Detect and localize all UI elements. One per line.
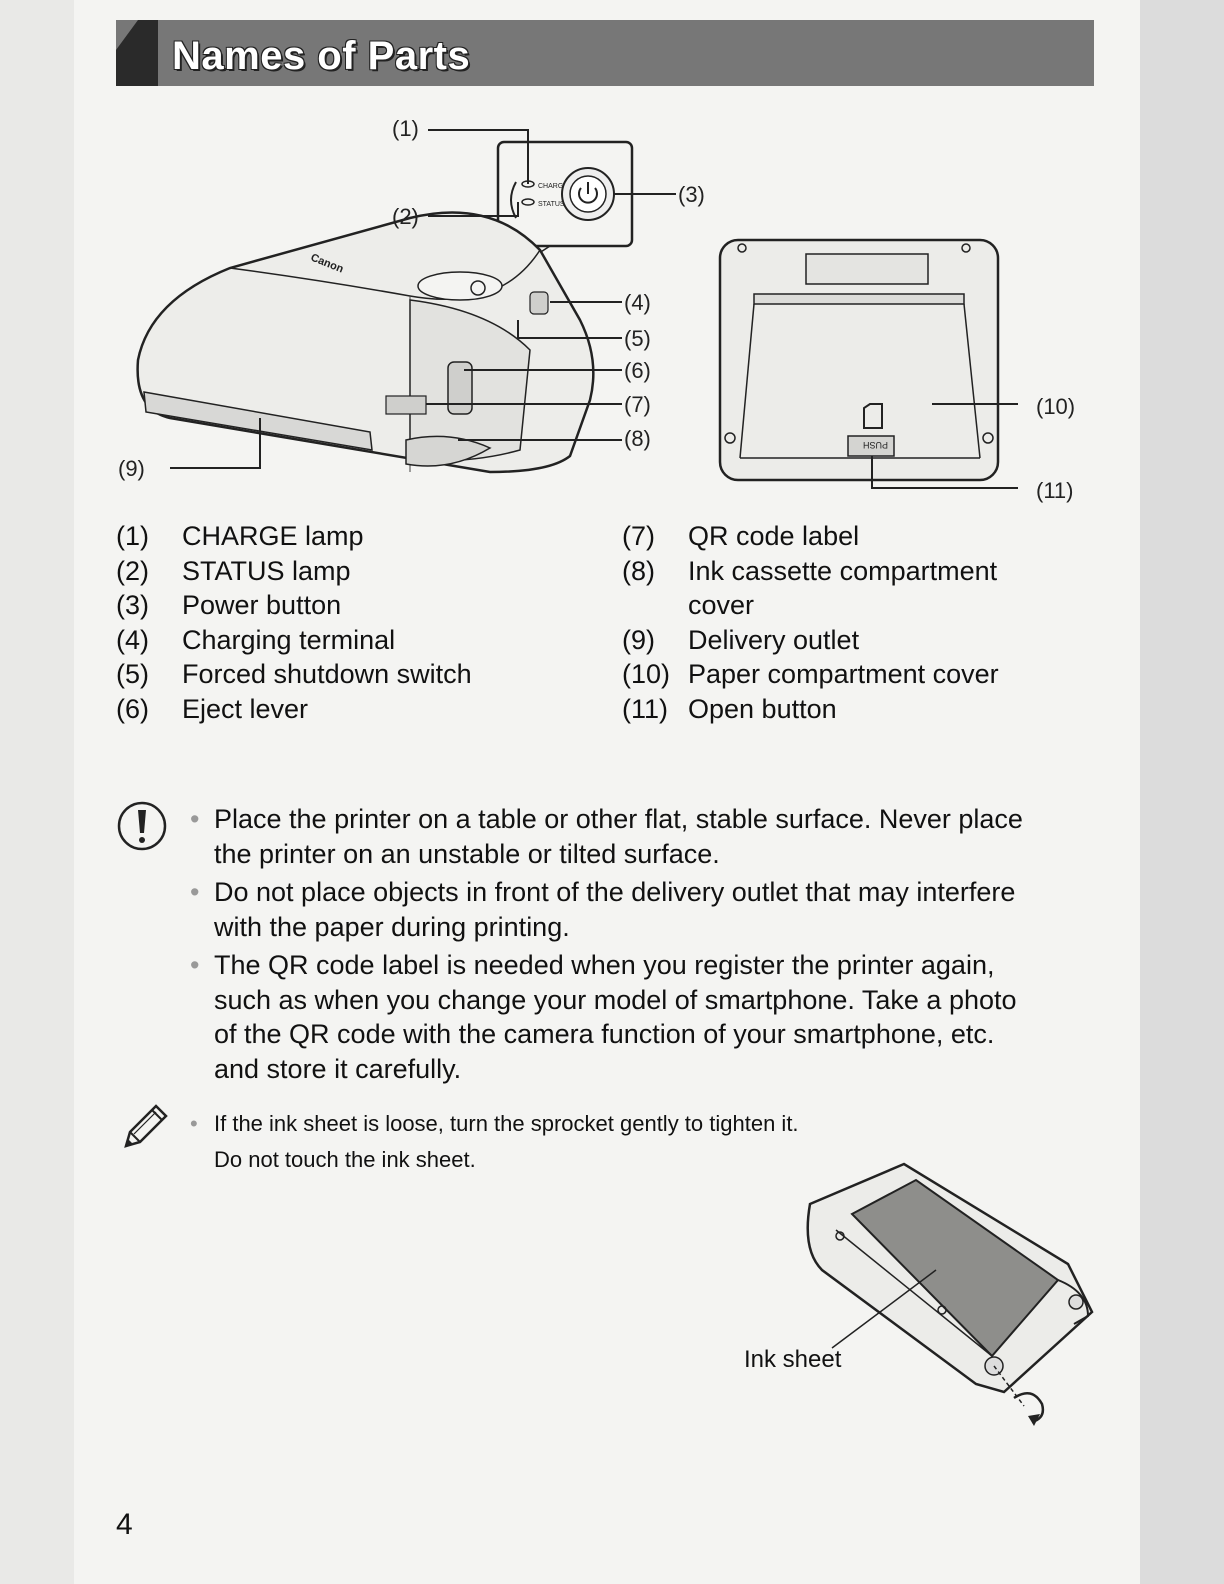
callout-8: (8)	[624, 426, 651, 451]
callout-6: (6)	[624, 358, 651, 383]
parts-list-item: (6) Eject lever	[116, 692, 596, 727]
part-label: Eject lever	[182, 693, 309, 724]
part-number: (11)	[622, 693, 669, 724]
caution-line: The QR code label is needed when you reg…	[214, 950, 995, 980]
page-scan-edge	[0, 0, 74, 1584]
caution-line: Do not place objects in front of the del…	[214, 877, 1016, 907]
parts-list-item: (8) Ink cassette compartment	[622, 554, 1092, 589]
part-label: CHARGE lamp	[182, 521, 364, 551]
ink-cassette-illustration	[806, 1162, 1094, 1426]
page-number: 4	[116, 1508, 133, 1541]
parts-list-item: (10) Paper compartment cover	[622, 657, 1092, 692]
parts-list-item: (4) Charging terminal	[116, 623, 596, 658]
parts-list-item: (1) CHARGE lamp	[116, 519, 596, 554]
part-number: (4)	[116, 624, 149, 655]
callout-9: (9)	[118, 456, 145, 481]
part-label: QR code label	[688, 521, 860, 551]
part-number: (10)	[622, 659, 671, 689]
part-number: (5)	[116, 659, 149, 689]
parts-list-item: (9) Delivery outlet	[622, 623, 1092, 658]
parts-list-item: (5) Forced shutdown switch	[116, 657, 596, 692]
tip-note: • If the ink sheet is loose, turn the sp…	[190, 1106, 950, 1178]
tip-line: Do not touch the ink sheet.	[214, 1147, 476, 1172]
part-number: (6)	[116, 693, 149, 724]
parts-list-item: (3) Power button	[116, 588, 596, 623]
paper-card-icon	[863, 403, 883, 429]
parts-list-item: (2) STATUS lamp	[116, 554, 596, 589]
part-label: Charging terminal	[182, 624, 396, 655]
section-header-bar	[116, 20, 1094, 86]
status-lamp-label: STATUS	[538, 201, 565, 208]
printer-front-illustration: CHARGE STATUS Canon	[136, 129, 676, 474]
callout-2: (2)	[392, 204, 419, 229]
caution-line: of the QR code with the camera function …	[214, 1019, 995, 1049]
tip-line: If the ink sheet is loose, turn the spro…	[214, 1111, 799, 1136]
part-number: (9)	[622, 624, 655, 655]
ink-sheet-label: Ink sheet	[744, 1346, 842, 1373]
part-number: (2)	[116, 555, 149, 586]
header-accent-mark	[116, 20, 158, 86]
part-number: (8)	[622, 555, 655, 586]
part-label: cover	[688, 590, 755, 620]
caution-line: Place the printer on a table or other fl…	[214, 804, 1023, 834]
part-number: (3)	[116, 590, 149, 620]
part-number: (7)	[622, 521, 655, 551]
pencil-icon	[124, 1104, 168, 1148]
push-label: PUSH	[863, 440, 888, 450]
printer-bottom-illustration: PUSH	[718, 238, 1018, 489]
caution-line: with the paper during printing.	[214, 911, 570, 942]
callout-1: (1)	[392, 116, 419, 141]
charge-lamp-label: CHARGE	[538, 183, 568, 190]
part-label: Delivery outlet	[688, 624, 860, 655]
part-label: Forced shutdown switch	[182, 659, 472, 689]
caution-icon	[117, 801, 167, 851]
parts-list-item: (11) Open button	[622, 692, 1092, 727]
parts-list-item: cover	[622, 588, 1092, 623]
bullet-symbol: •	[190, 877, 200, 907]
callout-5: (5)	[624, 326, 651, 351]
callout-3: (3)	[678, 182, 705, 207]
callout-10: (10)	[1036, 394, 1076, 419]
rotate-arrow-icon	[1013, 1391, 1045, 1426]
part-label: STATUS lamp	[182, 555, 351, 586]
part-label: Paper compartment cover	[688, 659, 999, 689]
caution-line: the printer on an unstable or tilted sur…	[214, 838, 720, 869]
part-number: (1)	[116, 521, 149, 551]
section-title: Names of Parts	[172, 34, 471, 78]
part-label: Power button	[182, 590, 342, 620]
part-label: Open button	[688, 693, 837, 724]
parts-list-right: (7) QR code label (8) Ink cassette compart…	[622, 519, 1092, 726]
power-icon	[578, 182, 598, 204]
callout-7: (7)	[624, 392, 651, 417]
caution-line: and store it carefully.	[214, 1053, 462, 1084]
bullet-symbol: •	[190, 950, 200, 980]
caution-line: such as when you change your model of sm…	[214, 984, 1017, 1015]
bullet-symbol: •	[190, 804, 200, 834]
part-label: Ink cassette compartment	[688, 555, 998, 586]
parts-list-item: (7) QR code label	[622, 519, 1092, 554]
callout-11: (11)	[1036, 478, 1074, 503]
bullet-symbol: •	[190, 1111, 198, 1136]
callout-4: (4)	[624, 290, 651, 315]
parts-list-left: (1) CHARGE lamp (2) STATUS lamp (3) Power b…	[116, 519, 596, 726]
